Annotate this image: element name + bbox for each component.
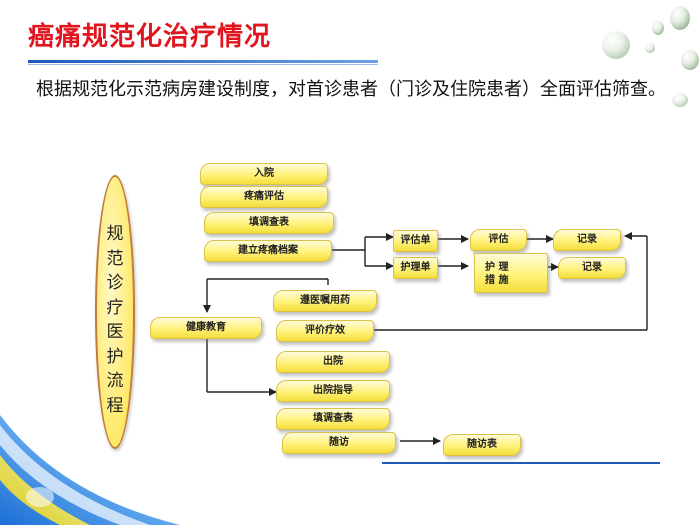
node-discharge-guidance: 出院指导: [276, 380, 390, 402]
node-survey-form-2: 填调查表: [276, 408, 390, 430]
process-label-oval: [95, 175, 135, 449]
node-follow-up-form: 随访表: [443, 434, 521, 456]
intro-paragraph: 根据规范化示范病房建设制度，对首诊患者（门诊及住院患者）全面评估筛查。: [36, 79, 666, 100]
node-care-sheet: 护理单: [393, 257, 438, 279]
node-admission: 入院: [200, 163, 328, 185]
process-label-char: 诊: [106, 273, 124, 293]
process-label-char: 疗: [106, 297, 124, 318]
page-title: 癌痛规范化治疗情况: [28, 22, 272, 52]
process-label-char: 程: [106, 395, 124, 416]
node-record-1: 记录: [553, 229, 621, 251]
node-assess: 评估: [470, 229, 527, 251]
bottom-rule: [382, 462, 660, 464]
process-label-char: 护: [106, 346, 124, 367]
process-label-char: 流: [106, 371, 124, 391]
node-nursing-measures: 护 理 措 施: [474, 253, 548, 293]
process-label-char: 医: [106, 322, 124, 342]
process-label-char: 范: [106, 248, 124, 269]
water-drops-decoration: [602, 6, 699, 107]
node-survey-form: 填调查表: [204, 212, 334, 234]
corner-swoosh-decoration: [0, 415, 180, 525]
node-pain-record: 建立疼痛档案: [204, 240, 332, 262]
node-discharge: 出院: [276, 351, 390, 373]
node-pain-assessment: 疼痛评估: [200, 186, 328, 208]
node-medication: 遵医嘱用药: [273, 290, 377, 312]
title-underline-thin: [28, 64, 378, 65]
node-assessment-sheet: 评估单: [393, 230, 438, 252]
process-label: 规 范 诊 疗 医 护 流 程: [97, 222, 133, 418]
title-underline: [28, 60, 378, 63]
node-record-2: 记录: [558, 257, 626, 279]
node-health-education: 健康教育: [150, 317, 262, 339]
process-label-char: 规: [106, 224, 124, 244]
node-follow-up: 随访: [282, 432, 396, 454]
node-evaluate-effect: 评价疗效: [276, 320, 374, 342]
